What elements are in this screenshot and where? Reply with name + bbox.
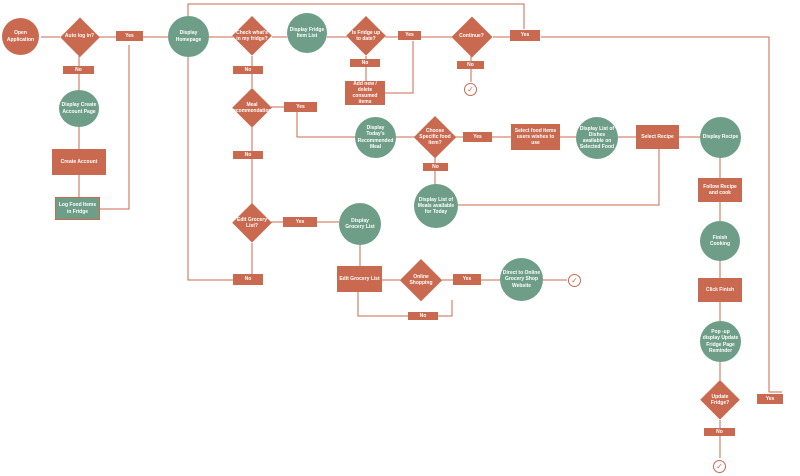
finish-cooking-node: Finish Cooking [700,221,740,261]
edit-grocery-list-node: Edit Grocery List [337,266,382,292]
check-fridge-decision: Check what's in my fridge? [232,16,272,56]
edit-grocery-list-label: Edit Grocery List [339,275,380,282]
update-fridge-decision: Update Fridge? [700,380,740,420]
display-grocery-list-label: Display Grocery List [345,217,375,230]
fridge-up-to-date-label: Is Fridge up to date? [351,29,381,42]
yes-label: Yes [284,102,317,112]
yes-label: Yes [398,31,421,40]
continue-label: Continue? [459,33,484,40]
log-food-items-node: Log Food Items in Fridge [55,197,100,220]
display-fridge-item-list-label: Display Fridge Item List [289,26,325,39]
yes-label: Yes [453,274,481,285]
no-label: No [704,428,735,436]
yes-label: Yes [283,217,317,227]
online-shopping-label: Online Shopping [409,273,433,286]
no-label: No [350,59,380,67]
follow-recipe-node: Follow Recipe and cook [698,178,742,202]
finish-cooking-label: Finish Cooking [710,234,730,247]
meal-recommendation-decision: Meal Recommendation? [229,88,275,128]
no-label: No [63,66,94,74]
check-icon: ✓ [568,274,581,287]
select-recipe-label: Select Recipe [641,133,674,140]
create-account-node: Create Account [52,149,106,175]
yes-label: Yes [510,30,540,41]
choose-specific-food-label: Choose Specific food item? [419,127,451,147]
no-label: No [233,66,263,74]
no-label: No [233,151,263,159]
popup-reminder-label: Pop -up display Update Fridge Page Remin… [702,329,739,354]
popup-reminder-node: Pop -up display Update Fridge Page Remin… [700,321,741,362]
check-icon: ✓ [464,83,477,96]
no-label: No [423,163,448,171]
direct-online-shop-label: Direct to Online Grocery Shop Website [502,270,541,289]
select-recipe-node: Select Recipe [636,125,679,149]
edit-grocery-list-question-label: Edit Grocery List? [236,216,267,229]
display-dishes-label: Display List of Dishes available on Sele… [579,125,615,151]
choose-specific-food-decision: Choose Specific food item? [414,116,456,158]
add-delete-items-node: Add new / delete consumed items [345,81,385,105]
display-grocery-list-node: Display Grocery List [339,203,381,245]
open-application-label: Open Application [6,30,35,43]
no-label: No [408,312,438,320]
continue-decision: Continue? [451,16,492,57]
display-recipe-node: Display Recipe [700,117,741,158]
display-recommended-meal-node: Display Today's Recommended Meal [355,117,396,158]
select-food-items-node: Select food items users wishes to use [511,124,560,150]
display-create-account-node: Display Create Account Page [59,90,99,127]
check-fridge-label: Check what's in my fridge? [236,29,268,42]
display-create-account-label: Display Create Account Page [61,102,97,115]
open-application-node: Open Application [2,18,39,55]
display-fridge-item-list-node: Display Fridge Item List [287,13,327,53]
select-food-items-label: Select food items users wishes to use [514,127,557,147]
no-label: No [457,61,484,69]
check-icon: ✓ [713,460,726,473]
display-recommended-meal-label: Display Today's Recommended Meal [357,125,394,150]
log-food-items-label: Log Food Items in Fridge [58,202,97,215]
follow-recipe-label: Follow Recipe and cook [703,183,737,196]
display-homepage-label: Display Homepage [175,30,202,43]
create-account-label: Create Account [60,158,98,165]
display-meals-today-node: Display List of Meals available for Toda… [414,184,458,228]
update-fridge-label: Update Fridge? [710,393,730,406]
auto-log-in-label: Auto log in? [64,33,95,40]
display-meals-today-label: Display List of Meals available for Toda… [417,196,455,216]
edit-grocery-list-decision: Edit Grocery List? [232,203,272,243]
yes-label: Yes [757,394,783,404]
display-dishes-node: Display List of Dishes available on Sele… [576,117,618,159]
yes-label: Yes [116,31,143,41]
click-finish-node: Click Finish [698,278,742,302]
click-finish-label: Click Finish [705,286,735,293]
meal-recommendation-label: Meal Recommendation? [229,101,275,114]
add-delete-items-label: Add new / delete consumed items [352,80,378,106]
display-homepage-node: Display Homepage [168,16,209,57]
display-recipe-label: Display Recipe [702,134,739,141]
online-shopping-decision: Online Shopping [400,259,442,301]
fridge-up-to-date-decision: Is Fridge up to date? [346,16,386,56]
no-label: No [233,274,263,285]
auto-log-in-decision: Auto log in? [60,17,99,56]
yes-label: Yes [463,132,492,142]
direct-online-shop-node: Direct to Online Grocery Shop Website [500,258,543,301]
